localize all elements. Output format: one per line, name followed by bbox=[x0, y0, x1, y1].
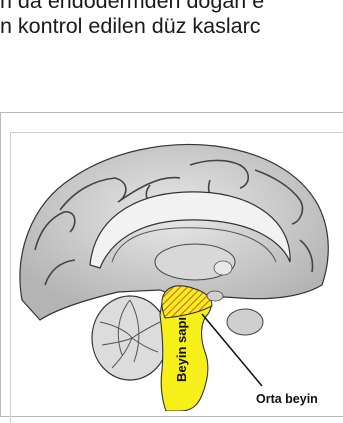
midbrain-label: Orta beyin bbox=[256, 392, 318, 406]
brainstem-label: Beyin sapı bbox=[174, 317, 189, 382]
cerebellum bbox=[92, 296, 168, 380]
brain-sagittal-illustration bbox=[0, 0, 343, 411]
